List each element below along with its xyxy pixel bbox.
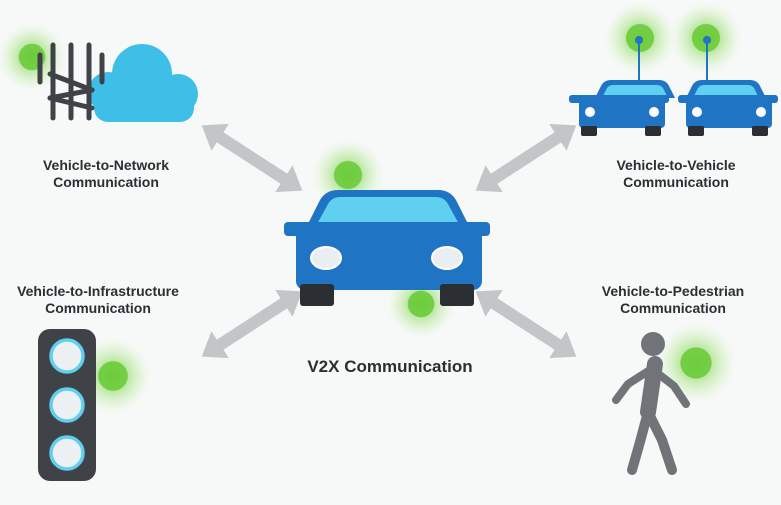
central-car-icon bbox=[284, 139, 490, 338]
pedestrian-icon bbox=[612, 323, 736, 475]
cell-tower-cloud-icon bbox=[0, 23, 198, 122]
v2p-label-line2: Communication bbox=[620, 300, 726, 316]
v2p-label-line1: Vehicle-to-Pedestrian bbox=[601, 283, 745, 299]
v2i-label-line2: Communication bbox=[45, 300, 151, 316]
arrow-to-network bbox=[192, 111, 312, 205]
v2n-label: Vehicle-to-Network Communication bbox=[23, 157, 189, 191]
v2v-label: Vehicle-to-Vehicle Communication bbox=[596, 157, 756, 191]
v2v-label-line2: Communication bbox=[623, 174, 729, 190]
v2n-label-line1: Vehicle-to-Network bbox=[42, 157, 170, 173]
v2i-label: Vehicle-to-Infrastructure Communication bbox=[0, 283, 196, 317]
traffic-light-icon bbox=[38, 329, 151, 481]
v2v-label-line1: Vehicle-to-Vehicle bbox=[616, 157, 736, 173]
center-label: V2X Communication bbox=[307, 357, 473, 376]
v2i-label-line1: Vehicle-to-Infrastructure bbox=[17, 283, 179, 299]
v2p-label: Vehicle-to-Pedestrian Communication bbox=[583, 283, 763, 317]
two-cars-icon bbox=[569, 2, 778, 136]
v2n-label-line2: Communication bbox=[53, 174, 159, 190]
arrow-to-vehicle bbox=[466, 111, 586, 205]
